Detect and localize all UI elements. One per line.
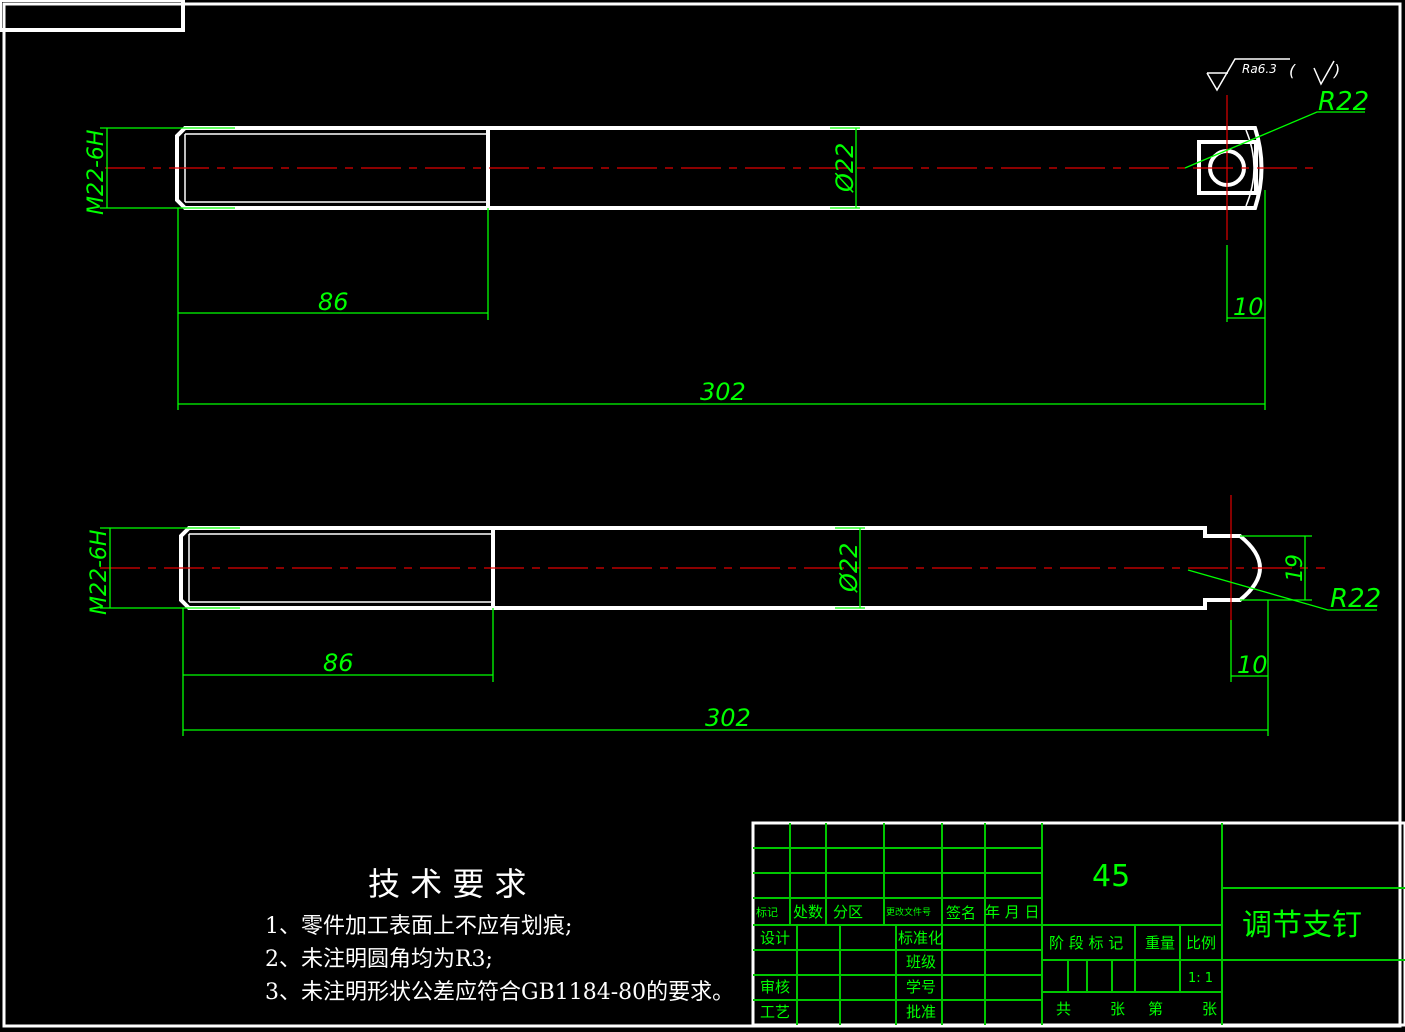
requirement-item: 3、未注明形状公差应符合GB1184-80的要求。 [265,980,734,1005]
front-flat-width: 19 [1283,554,1308,582]
technical-requirements: 技 术 要 求 1、零件加工表面上不应有划痕; 2、未注明圆角均为R3; 3、未… [265,865,734,1005]
top-radius-label: R22 [1318,87,1369,117]
stage-mark-label: 阶 段 标 记 [1049,934,1123,952]
front-thread-label: M22-6H [87,530,112,615]
requirement-item: 2、未注明圆角均为R3; [265,947,493,972]
student-no-label: 学号 [906,978,936,996]
top-end-offset: 10 [1233,293,1264,321]
total-label: 共 [1056,1000,1071,1018]
top-diameter-label: Ø22 [831,143,859,193]
rev-header-mark: 标记 [756,905,778,919]
roughness-value: Ra6.3 [1242,62,1277,76]
title-block: 标记 处数 分区 更改文件号 签名 年 月 日 设计 标准化 班级 审核 学号 … [751,821,1405,1027]
part-name: 调节支钉 [1242,908,1362,943]
design-label: 设计 [760,929,790,947]
requirements-title: 技 术 要 求 [368,865,527,903]
front-total-length: 302 [705,704,751,732]
rev-header-count: 处数 [793,903,823,921]
review-label: 审核 [760,978,790,996]
top-thread-length: 86 [318,288,349,316]
scale-value: 1: 1 [1188,971,1213,986]
weight-label: 重量 [1145,934,1175,952]
front-radius-leader [1187,569,1377,611]
requirement-item: 1、零件加工表面上不应有划痕; [265,914,572,939]
approve-label: 批准 [906,1003,936,1021]
front-end-offset: 10 [1237,651,1268,679]
scale-label: 比例 [1186,934,1216,952]
standardization-label: 标准化 [898,929,943,947]
front-thread-length: 86 [323,649,354,677]
material: 45 [1092,859,1130,894]
top-shaft-outline [175,126,1264,210]
roughness-paren-close: ) [1333,61,1340,80]
rev-header-date: 年 月 日 [985,903,1040,921]
top-radius-leader [1184,111,1365,169]
sheet-no-label: 第 [1148,1000,1163,1018]
rev-header-sign: 签名 [946,904,976,922]
top-thread-label: M22-6H [84,130,109,215]
top-end-arc [1245,129,1255,207]
roughness-symbol: Ra6.3 ( ) [1206,58,1340,92]
class-label: 班级 [906,953,936,971]
top-view: M22-6H Ø22 86 302 10 R22 Ra6.3 ( ) [84,58,1369,410]
roughness-paren-open: ( [1289,61,1296,80]
front-view: M22-6H Ø22 86 302 10 19 R22 [87,495,1381,736]
rev-header-zone: 分区 [833,903,863,921]
process-label: 工艺 [760,1003,790,1021]
rev-header-doc: 更改文件号 [886,906,931,918]
sheets-label-2: 张 [1202,1000,1217,1018]
top-total-length: 302 [700,378,746,406]
front-radius-label: R22 [1330,584,1381,614]
front-diameter-label: Ø22 [835,543,863,593]
corner-tab [0,0,185,32]
sheets-label: 张 [1110,1000,1125,1018]
